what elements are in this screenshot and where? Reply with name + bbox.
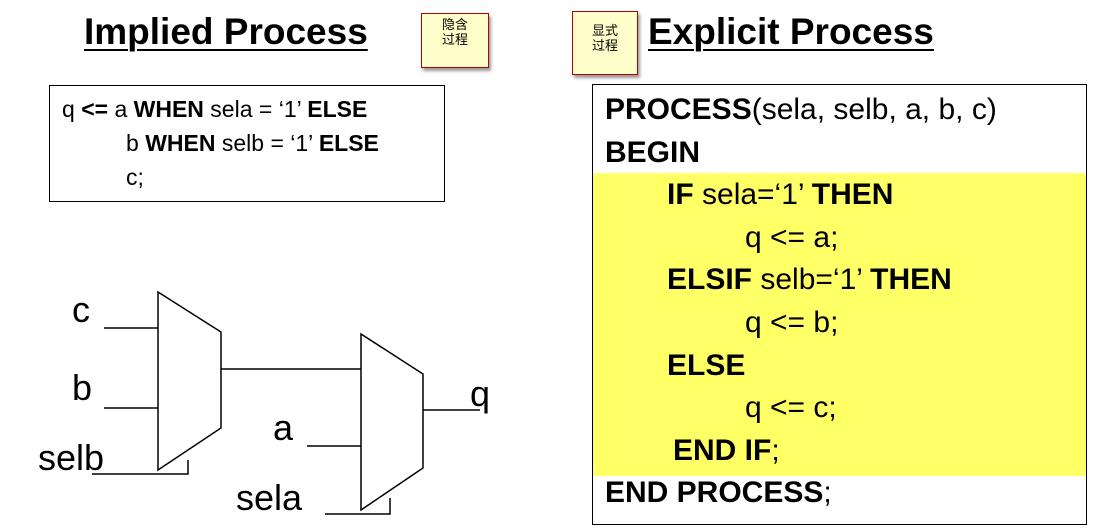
implied-code-line-3: c; bbox=[126, 164, 144, 190]
explicit-code-line-8: q <= c; bbox=[745, 391, 837, 425]
label-c: c bbox=[72, 289, 90, 330]
explicit-code-line-5: ELSIF selb=‘1’ THEN bbox=[667, 263, 952, 297]
label-selb: selb bbox=[38, 437, 104, 478]
mux-selb-shape bbox=[157, 290, 222, 472]
implied-process-title: Implied Process bbox=[84, 11, 368, 52]
mux-sela-shape bbox=[360, 332, 424, 512]
explicit-code-line-9: END IF; bbox=[673, 433, 780, 467]
wire-sela bbox=[325, 498, 391, 515]
label-sela: sela bbox=[236, 477, 303, 518]
wire-selb bbox=[92, 460, 189, 475]
explicit-code-line-6: q <= b; bbox=[745, 305, 839, 339]
explicit-code-line-3: IF sela=‘1’ THEN bbox=[667, 178, 894, 212]
explicit-code-line-2: BEGIN bbox=[605, 135, 701, 169]
implied-note-line2: 过程 bbox=[441, 33, 468, 48]
implied-note: 隐含 过程 bbox=[421, 13, 489, 68]
explicit-code-line-1: PROCESS(sela, selb, a, b, c) bbox=[605, 93, 997, 126]
explicit-code-box: PROCESS(sela, selb, a, b, c) BEGIN IF se… bbox=[592, 84, 1087, 525]
explicit-code-line-10: END PROCESS; bbox=[605, 476, 832, 510]
implied-code-line-1: q <= a WHEN sela = ‘1’ ELSE bbox=[62, 96, 368, 122]
implied-note-line1: 隐含 bbox=[441, 18, 468, 33]
explicit-process-title: Explicit Process bbox=[648, 11, 934, 52]
implied-code-line-2: b WHEN selb = ‘1’ ELSE bbox=[126, 130, 379, 156]
explicit-note-line2: 过程 bbox=[591, 39, 618, 54]
explicit-note: 显式 过程 bbox=[572, 11, 638, 75]
explicit-code-line-7: ELSE bbox=[667, 348, 746, 382]
mux-diagram: c b selb a sela q bbox=[38, 289, 490, 518]
explicit-code-line-4: q <= a; bbox=[745, 220, 839, 254]
implied-code-box: q <= a WHEN sela = ‘1’ ELSE b WHEN selb … bbox=[49, 85, 445, 202]
label-b: b bbox=[72, 367, 92, 408]
code-highlight bbox=[593, 173, 1086, 476]
label-q: q bbox=[470, 373, 490, 414]
explicit-note-line1: 显式 bbox=[591, 24, 618, 39]
label-a: a bbox=[273, 407, 294, 448]
